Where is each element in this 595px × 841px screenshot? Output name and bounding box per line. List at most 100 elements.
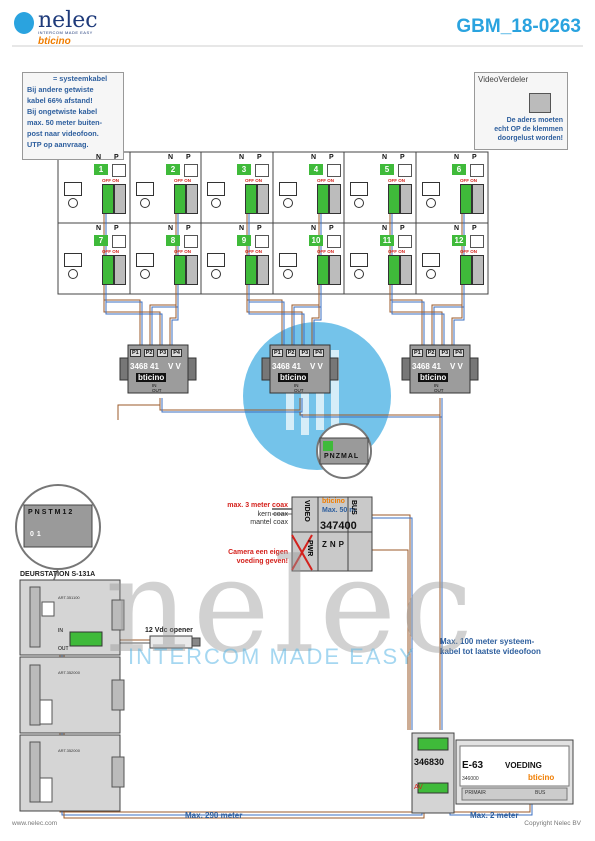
green-terminal	[317, 184, 329, 214]
np-header: N P	[450, 225, 484, 233]
green-terminal	[102, 255, 114, 285]
camera-power-note: voeding geven!	[236, 558, 288, 565]
switch-label: OFF ON	[460, 249, 477, 254]
plus-icon	[354, 198, 364, 208]
grey-terminal	[186, 255, 198, 285]
video-distributor-box: VideoVerdeler De aders moeten echt OP de…	[474, 72, 568, 150]
np-p: P	[472, 225, 477, 232]
port-label: P3	[157, 349, 169, 357]
apartment-number: 1	[94, 164, 108, 175]
port-label: P4	[313, 349, 324, 357]
terminal-block	[398, 164, 412, 177]
max-distance-main: Max. 290 meter	[185, 811, 243, 820]
distributor-model: 3468 41	[412, 362, 441, 371]
terminal-block	[112, 164, 126, 177]
switch-label: OFF ON	[388, 249, 405, 254]
logo-text: nelec	[38, 8, 98, 33]
apartment-cell: N P 3 OFF ON	[201, 152, 272, 222]
apartment-cell: N P 4 OFF ON	[273, 152, 344, 222]
power-code: 346000	[462, 776, 479, 782]
legend-line: post naar videofoon.	[27, 129, 99, 138]
np-header: N P	[164, 154, 198, 162]
np-header: N P	[164, 225, 198, 233]
np-n: N	[382, 225, 388, 232]
video-note-line: doorgelust worden!	[497, 135, 563, 142]
camera-distance: Max. 50 m.	[322, 507, 358, 514]
connector-terminal	[323, 441, 333, 451]
np-n: N	[96, 154, 102, 161]
np-n: N	[454, 154, 460, 161]
connector-label: A	[347, 453, 354, 460]
np-p: P	[400, 154, 405, 161]
np-p: P	[472, 154, 477, 161]
np-n: N	[239, 225, 245, 232]
distributor-in: IN	[152, 383, 157, 388]
watermark-text: nelec	[105, 530, 477, 682]
plus-icon	[68, 269, 78, 279]
port-label: P1	[412, 349, 423, 357]
switch-label: OFF ON	[102, 249, 119, 254]
np-header: N P	[92, 225, 126, 233]
max-distance-short: Max. 2 meter	[470, 811, 519, 820]
power-label: VOEDING	[505, 761, 542, 770]
main-unit-av-label: AV	[414, 784, 423, 791]
apartment-number: 9	[237, 235, 251, 246]
np-header: N P	[378, 225, 412, 233]
pwr-label: PWR	[306, 540, 313, 557]
distributor-vv: V V	[168, 362, 181, 371]
apartment-number: 12	[452, 235, 466, 246]
green-terminal	[460, 255, 472, 285]
brand-logo: bticino	[38, 36, 71, 47]
np-header: N P	[235, 154, 269, 162]
np-header: N P	[378, 154, 412, 162]
plus-icon	[283, 269, 293, 279]
port-label: P2	[285, 349, 297, 357]
legend-line: Bij ongetwiste kabel	[27, 107, 98, 116]
apartment-cell: N P 9 OFF ON	[201, 223, 272, 293]
module-in-label: IN	[58, 628, 63, 634]
np-header: N P	[450, 154, 484, 162]
grey-terminal	[257, 184, 269, 214]
monitor-icon	[279, 253, 297, 267]
green-terminal	[245, 184, 257, 214]
main-unit-model: 346830	[414, 757, 445, 767]
monitor-icon	[207, 182, 225, 196]
opener-label: 12 Vdc opener	[145, 627, 193, 634]
coax-core-label: kern coax	[257, 511, 288, 518]
green-terminal	[174, 184, 186, 214]
switch-label: OFF ON	[317, 249, 334, 254]
camera-model: 347400	[320, 520, 357, 532]
power-primary: PRIMAIR	[465, 790, 486, 796]
distributor-brand: bticino	[278, 373, 309, 382]
apartment-cell: N P 1 OFF ON	[58, 152, 129, 222]
np-n: N	[239, 154, 245, 161]
zoom-label: P	[28, 509, 35, 516]
np-n: N	[168, 154, 174, 161]
logo-tagline: INTERCOM MADE EASY	[38, 30, 93, 35]
footer-website[interactable]: www.nelec.com	[12, 820, 58, 827]
video-note-line: echt OP de klemmen	[494, 126, 563, 133]
np-p: P	[114, 154, 119, 161]
switch-label: OFF ON	[245, 249, 262, 254]
document-id: GBM_18-0263	[456, 16, 581, 37]
monitor-icon	[136, 253, 154, 267]
video-note-line: De aders moeten	[506, 117, 563, 124]
port-label: P3	[299, 349, 311, 357]
switch-label: OFF ON	[460, 178, 477, 183]
terminal-block	[327, 235, 341, 248]
module-code: ART.352000	[58, 748, 80, 753]
apartment-cell: N P 2 OFF ON	[130, 152, 201, 222]
door-zoom-numbers: 01	[30, 531, 44, 538]
watermark-tagline: INTERCOM MADE EASY	[128, 644, 416, 669]
apartment-cell: N P 5 OFF ON	[344, 152, 415, 222]
grey-terminal	[329, 184, 341, 214]
distributor-out: OUT	[294, 388, 304, 393]
connector-label: M	[341, 453, 348, 460]
np-n: N	[311, 154, 317, 161]
grey-terminal	[472, 184, 484, 214]
